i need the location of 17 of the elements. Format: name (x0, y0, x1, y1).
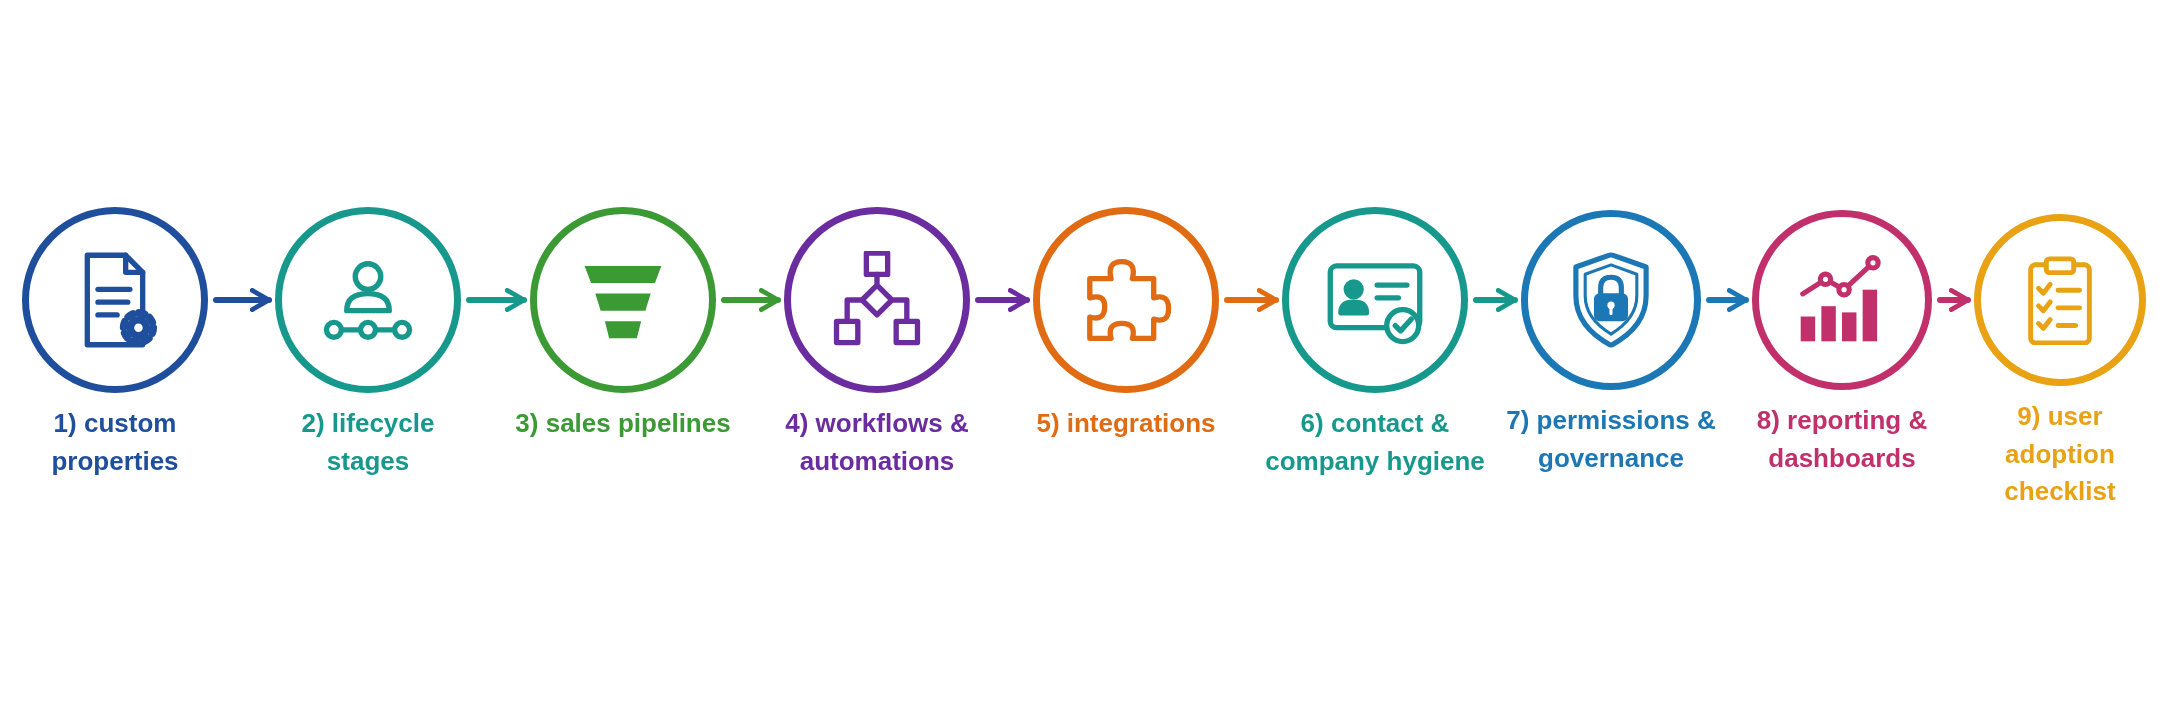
arrow (1224, 288, 1279, 312)
arrow (975, 288, 1030, 312)
arrow (1473, 288, 1518, 312)
step-label: 9) user adoption checklist (2003, 400, 2117, 509)
arrow (1937, 288, 1971, 312)
arrow (721, 288, 781, 312)
step-label: 6) contact & company hygiene (1264, 407, 1486, 478)
step-label: 4) workflows & automations (784, 407, 970, 478)
step-label: 3) sales pipelines (514, 407, 732, 440)
step-label: 8) reporting & dashboards (1755, 404, 1929, 475)
arrow (213, 288, 272, 312)
arrow (1706, 288, 1749, 312)
step-label: 1) custom properties (50, 407, 180, 478)
arrow (466, 288, 527, 312)
step-label: 7) permissions & governance (1505, 404, 1717, 475)
step-label: 5) integrations (1035, 407, 1217, 440)
step-label: 2) lifecycle stages (300, 407, 436, 478)
